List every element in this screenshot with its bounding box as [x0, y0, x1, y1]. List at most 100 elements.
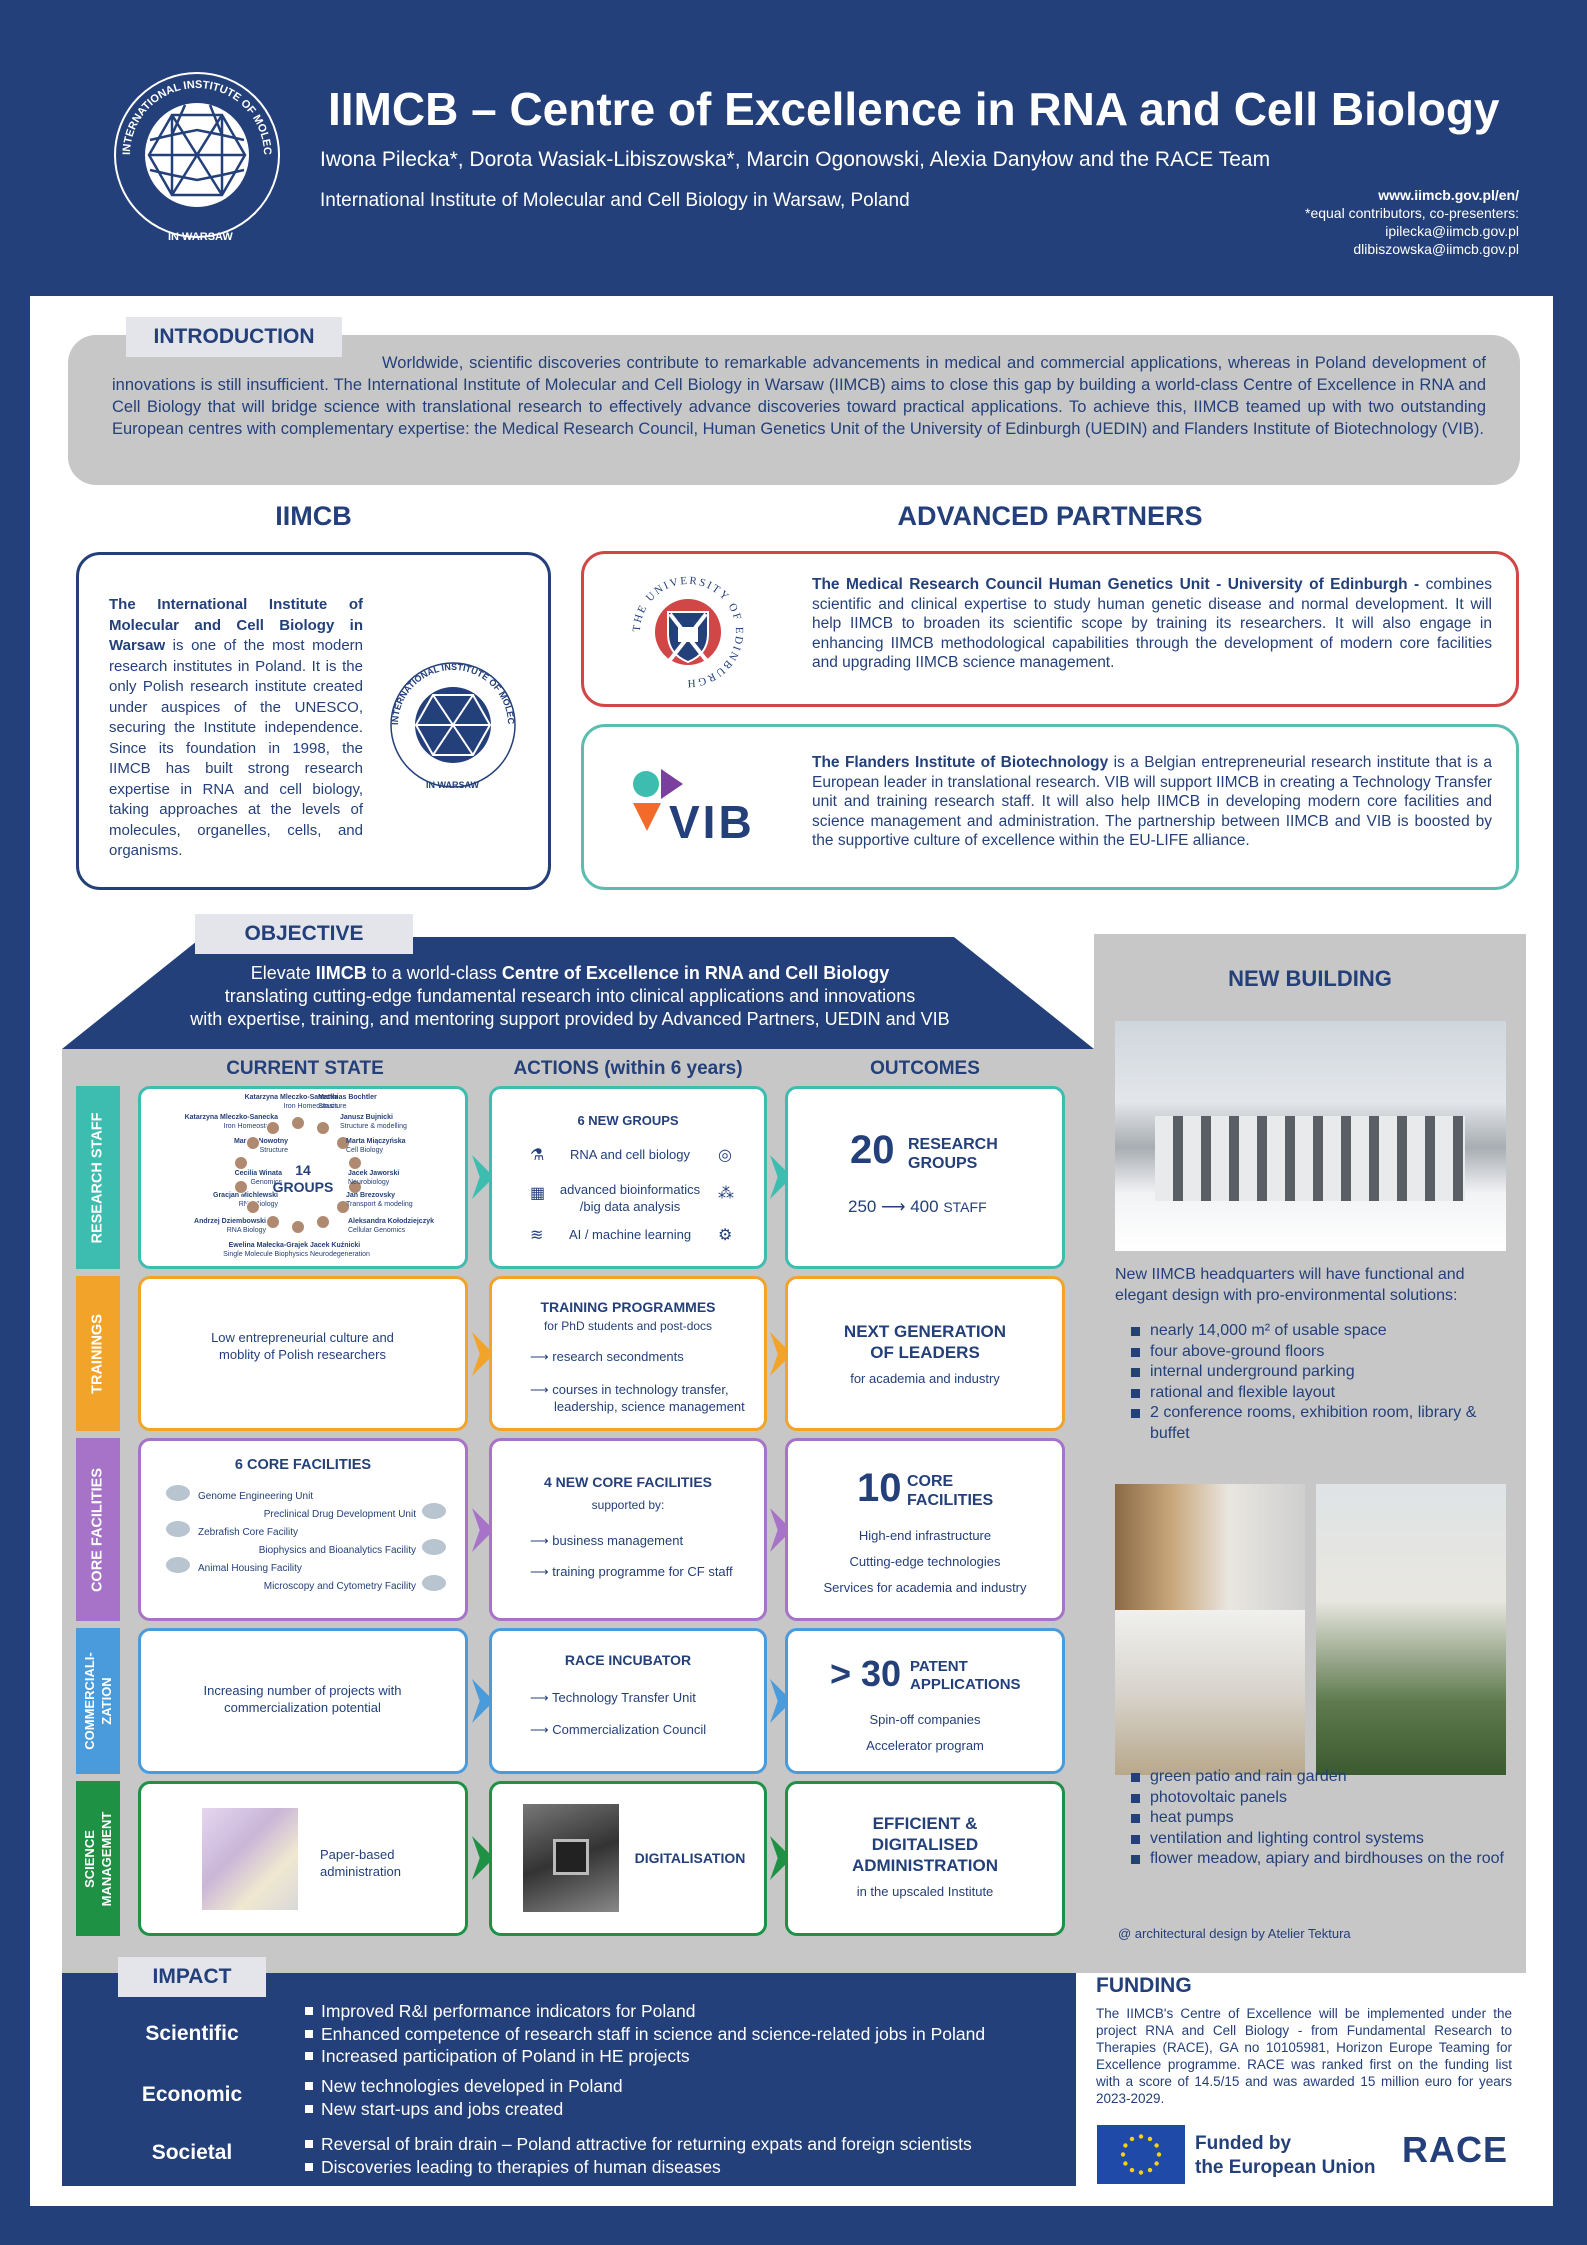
list-item: New start-ups and jobs created	[303, 2098, 1083, 2121]
pi-name: Jacek Jaworski	[348, 1170, 400, 1177]
poster-header: INTERNATIONAL INSTITUTE OF MOLECULAR IN …	[0, 0, 1587, 296]
list-item: four above-ground floors	[1128, 1342, 1478, 1363]
research-act-3: AI / machine learning	[568, 1227, 692, 1242]
list-item: Improved R&I performance indicators for …	[303, 2000, 1083, 2023]
facility-icon	[166, 1557, 190, 1573]
arrow-icon: ⟶	[530, 1349, 549, 1364]
core-outcomes	[785, 1438, 1065, 1621]
list-item: Enhanced competence of research staff in…	[303, 2023, 1083, 2046]
pi-field: Cellular Genomics	[348, 1226, 406, 1234]
pi-field: Structure & modelling	[340, 1122, 407, 1130]
eu-star	[1123, 2161, 1128, 2166]
avatar	[347, 1156, 362, 1171]
core-actions	[489, 1438, 767, 1621]
core-act-2: ⟶ training programme for CF staff	[530, 1564, 733, 1579]
pi-name: Janusz Bujnicki	[340, 1114, 393, 1121]
pi-name: Andrzej Dziembowski	[194, 1218, 266, 1225]
objective-heading: OBJECTIVE	[195, 914, 413, 954]
pi-name: Cecilia Winata	[234, 1170, 282, 1177]
svg-text:IN WARSAW: IN WARSAW	[426, 780, 480, 790]
impact-scientific-list: Improved R&I performance indicators for …	[303, 2000, 1083, 2068]
list-item: flower meadow, apiary and birdhouses on …	[1128, 1849, 1508, 1870]
building-patio-photo	[1316, 1484, 1506, 1775]
network-icon: ⁂	[718, 1185, 734, 1202]
research-act-title: 6 NEW GROUPS	[577, 1113, 679, 1128]
iimcb-description: is one of the most modern research insti…	[109, 637, 363, 859]
trainings-out-sub: for academia and industry	[850, 1371, 1000, 1386]
commercial-actions	[489, 1628, 767, 1774]
list-item: nearly 14,000 m² of usable space	[1128, 1321, 1478, 1342]
commercial-current	[138, 1628, 468, 1774]
col-actions: ACTIONS (within 6 years)	[513, 1058, 743, 1079]
funding-heading: FUNDING	[1096, 1974, 1192, 1997]
trainings-act-1: ⟶ research secondments	[530, 1349, 684, 1364]
edinburgh-description: combines scientific and clinical experti…	[812, 576, 1492, 671]
row-label-research: RESEARCH STAFF	[76, 1086, 120, 1269]
avatar	[234, 1156, 249, 1171]
arrow-icon: ⟶	[530, 1722, 549, 1737]
edinburgh-text: The Medical Research Council Human Genet…	[812, 575, 1492, 673]
list-item: Increased participation of Poland in HE …	[303, 2045, 1083, 2068]
list-item: heat pumps	[1128, 1808, 1508, 1829]
eu-star	[1138, 2134, 1144, 2139]
eu-star	[1123, 2143, 1128, 2148]
waveform-icon: ≋	[530, 1227, 544, 1244]
pi-name: Jacek Kuźnicki	[310, 1242, 361, 1249]
contact-block: www.iimcb.gov.pl/en/ *equal contributors…	[1305, 186, 1519, 258]
commercial-act-2: ⟶ Commercialization Council	[530, 1722, 707, 1737]
avatar	[316, 1214, 331, 1229]
facility-icon	[422, 1539, 446, 1555]
list-item: ventilation and lighting control systems	[1128, 1829, 1508, 1850]
pi-field: Transport & modeling	[346, 1200, 413, 1208]
commercial-out-num: > 30	[830, 1653, 902, 1694]
avatar	[245, 1135, 260, 1150]
facility-item: Genome Engineering Unit	[198, 1491, 314, 1502]
staff-growth: 250 ⟶ 400 STAFF	[848, 1197, 987, 1216]
email-2[interactable]: dlibiszowska@iimcb.gov.pl	[1353, 241, 1519, 257]
impact-economic-label: Economic	[141, 2083, 243, 2106]
iimcb-logo-small: INTERNATIONAL INSTITUTE OF MOLECULAR IN …	[378, 650, 516, 790]
edinburgh-box	[581, 551, 1519, 707]
core-current-title: 6 CORE FACILITIES	[234, 1457, 372, 1473]
pi-field: Cell Biology	[346, 1146, 383, 1154]
col-outcomes: OUTCOMES	[870, 1058, 980, 1079]
pi-field: Neurobiology	[348, 1178, 390, 1186]
facility-icon	[166, 1521, 190, 1537]
research-act-1: RNA and cell biology	[570, 1147, 690, 1162]
edinburgh-logo: THE UNIVERSITY OF EDINBURGH	[631, 575, 743, 689]
trainings-current	[138, 1276, 468, 1431]
commercial-act-title: RACE INCUBATOR	[564, 1652, 692, 1668]
website-link[interactable]: www.iimcb.gov.pl/en/	[1378, 187, 1519, 203]
trainings-out-title: NEXT GENERATION OF LEADERS	[843, 1322, 1007, 1362]
pi-name: Aleksandra Kołodziejczyk	[348, 1218, 434, 1225]
eu-star	[1154, 2143, 1159, 2148]
paper-stack-image	[202, 1808, 298, 1910]
edinburgh-name: The Medical Research Council Human Genet…	[812, 576, 1420, 593]
impact-heading: IMPACT	[118, 1957, 266, 1997]
facility-icon	[422, 1503, 446, 1519]
email-1[interactable]: ipilecka@iimcb.gov.pl	[1385, 223, 1519, 239]
pi-name: Katarzyna Mleczko-Sanecka	[184, 1114, 278, 1121]
vib-box	[581, 724, 1519, 890]
iimcb-logo: INTERNATIONAL INSTITUTE OF MOLECULAR IN …	[110, 60, 280, 243]
avatar	[316, 1121, 331, 1136]
facility-item: Microscopy and Cytometry Facility	[263, 1581, 416, 1592]
eu-star	[1120, 2152, 1126, 2157]
list-item: green patio and rain garden	[1128, 1767, 1508, 1788]
eu-star	[1129, 2167, 1135, 2173]
vib-logo-text: VIB	[669, 796, 755, 848]
race-logo: RACE	[1402, 2129, 1509, 2170]
iimcb-heading: IIMCB	[275, 501, 352, 531]
arrow-icon: ⟶	[881, 1197, 906, 1216]
avatar	[291, 1116, 305, 1130]
pi-field: Single Molecule Biophysics	[223, 1250, 308, 1258]
